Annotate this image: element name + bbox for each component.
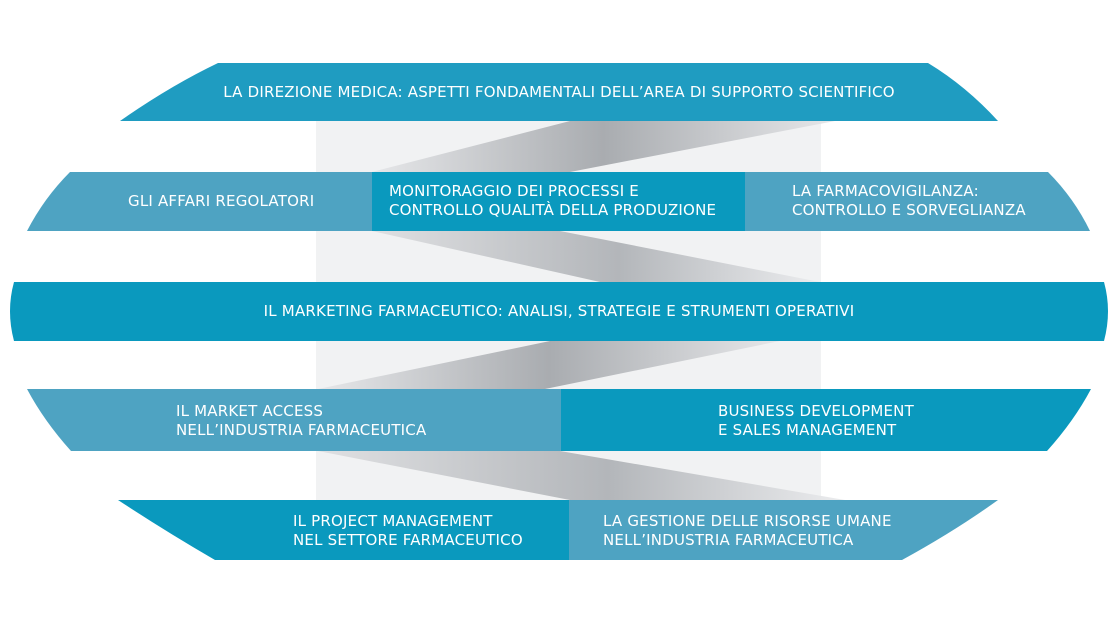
band-marketing-farmaceutico <box>10 282 1108 341</box>
connector-3-4 <box>318 341 780 389</box>
label-marketing-farmaceutico: IL MARKETING FARMACEUTICO: ANALISI, STRA… <box>14 302 1104 321</box>
label-monitoraggio-processi: MONITORAGGIO DEI PROCESSI E CONTROLLO QU… <box>389 182 716 220</box>
label-line: IL PROJECT MANAGEMENT <box>293 512 493 530</box>
label-line: NELL’INDUSTRIA FARMACEUTICA <box>176 421 427 439</box>
band-business-development <box>561 389 1091 451</box>
label-line: E SALES MANAGEMENT <box>718 421 897 439</box>
label-business-development: BUSINESS DEVELOPMENT E SALES MANAGEMENT <box>718 402 914 440</box>
label-line: CONTROLLO E SORVEGLIANZA <box>792 201 1026 219</box>
label-line: CONTROLLO QUALITÀ DELLA PRODUZIONE <box>389 201 717 219</box>
label-market-access: IL MARKET ACCESS NELL’INDUSTRIA FARMACEU… <box>176 402 426 440</box>
label-line: LA GESTIONE DELLE RISORSE UMANE <box>603 512 892 530</box>
label-line: IL MARKETING FARMACEUTICO: ANALISI, STRA… <box>263 302 855 320</box>
label-line: BUSINESS DEVELOPMENT <box>718 402 914 420</box>
label-line: NEL SETTORE FARMACEUTICO <box>293 531 523 549</box>
band-monitoraggio-processi <box>372 172 745 231</box>
connector-2-3 <box>372 231 820 282</box>
label-risorse-umane: LA GESTIONE DELLE RISORSE UMANE NELL’IND… <box>603 512 892 550</box>
band-affari-regolatori <box>27 172 372 231</box>
connector-4-5 <box>318 451 845 500</box>
label-line: LA FARMACOVIGILANZA: <box>792 182 979 200</box>
label-line: LA DIREZIONE MEDICA: ASPETTI FONDAMENTAL… <box>223 83 895 101</box>
label-line: MONITORAGGIO DEI PROCESSI E <box>389 182 639 200</box>
band-market-access <box>27 389 561 451</box>
label-line: NELL’INDUSTRIA FARMACEUTICA <box>603 531 854 549</box>
connector-1-2 <box>372 121 835 172</box>
label-direzione-medica: LA DIREZIONE MEDICA: ASPETTI FONDAMENTAL… <box>120 83 998 102</box>
band-risorse-umane <box>569 500 998 560</box>
label-line: IL MARKET ACCESS <box>176 402 324 420</box>
label-affari-regolatori: GLI AFFARI REGOLATORI <box>128 192 314 211</box>
label-line: GLI AFFARI REGOLATORI <box>128 192 315 210</box>
label-farmacovigilanza: LA FARMACOVIGILANZA: CONTROLLO E SORVEGL… <box>792 182 1026 220</box>
label-project-management: IL PROJECT MANAGEMENT NEL SETTORE FARMAC… <box>293 512 523 550</box>
band-direzione-medica <box>120 63 998 121</box>
band-project-management <box>118 500 569 560</box>
band-farmacovigilanza <box>745 172 1090 231</box>
